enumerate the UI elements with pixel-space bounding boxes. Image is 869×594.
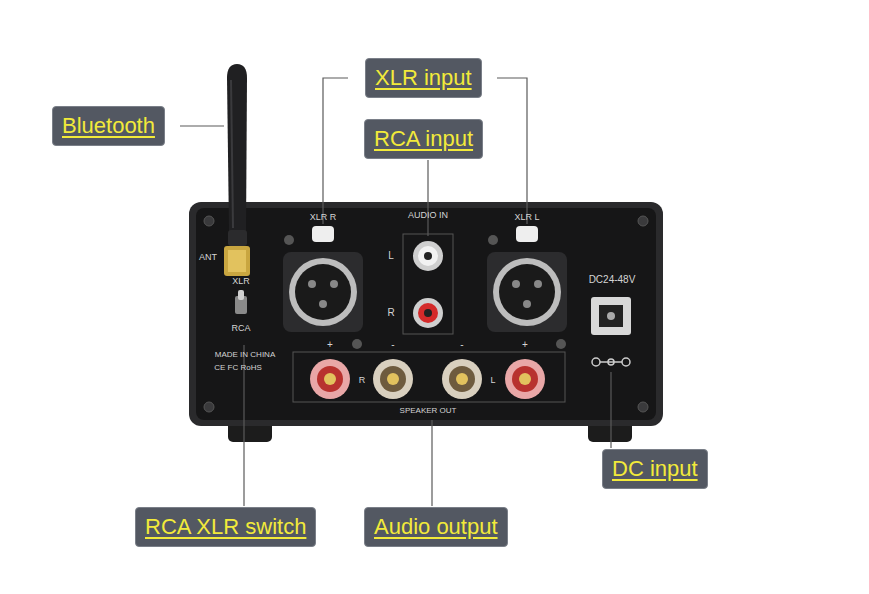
callout-box: RCA input — [364, 119, 483, 159]
panel-marking: - — [391, 340, 394, 350]
panel-marking: SPEAKER OUT — [400, 407, 457, 415]
xlr-connector-left — [283, 226, 363, 349]
leader-lines — [180, 78, 611, 506]
panel-marking: - — [460, 340, 463, 350]
panel-marking: MADE IN CHINA — [215, 351, 275, 359]
xlr-connector-right — [487, 226, 567, 349]
toggle-switch — [235, 290, 247, 314]
antenna — [224, 64, 250, 276]
panel-marking: XLR L — [514, 213, 539, 222]
speaker-terminals — [293, 352, 565, 402]
panel-marking: ANT — [199, 253, 217, 262]
callout-box: XLR input — [365, 58, 482, 98]
panel-marking: RCA — [231, 324, 250, 333]
callout-box: Bluetooth — [52, 106, 165, 146]
panel-marking: L — [388, 251, 394, 261]
callout-label: XLR input — [375, 63, 472, 93]
panel-marking: XLR — [232, 277, 250, 286]
panel-marking: + — [522, 340, 528, 350]
callout-label: Audio output — [374, 512, 498, 542]
panel-marking: + — [327, 340, 333, 350]
panel-marking: R — [359, 376, 366, 385]
rca-jacks — [403, 234, 453, 334]
callout-label: DC input — [612, 454, 698, 484]
housing — [189, 202, 663, 426]
panel-marking: CE FC RoHS — [214, 364, 262, 372]
dc-jack — [591, 297, 631, 366]
panel-marking: XLR R — [310, 213, 337, 222]
panel-marking: DC24-48V — [589, 275, 636, 285]
panel-marking: R — [387, 308, 394, 318]
panel-marking: AUDIO IN — [408, 211, 448, 220]
callout-label: RCA input — [374, 124, 473, 154]
callout-box: Audio output — [364, 507, 508, 547]
panel-screws — [204, 216, 648, 412]
callout-box: DC input — [602, 449, 708, 489]
callout-label: RCA XLR switch — [145, 512, 306, 542]
panel-marking: L — [490, 376, 495, 385]
callout-box: RCA XLR switch — [135, 507, 316, 547]
back-panel — [196, 208, 656, 420]
callout-label: Bluetooth — [62, 111, 155, 141]
